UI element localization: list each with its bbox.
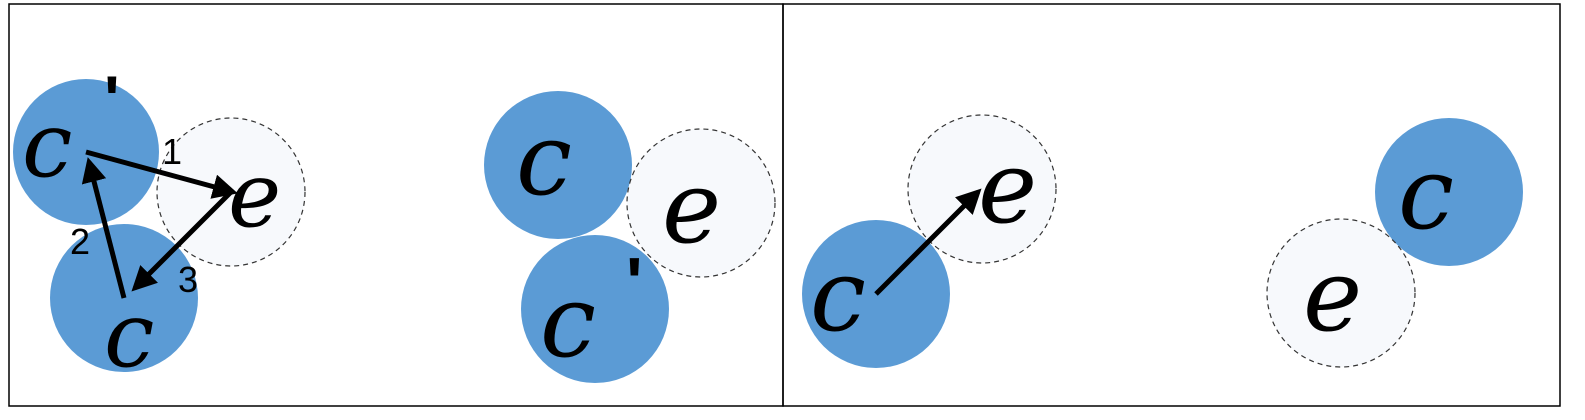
scene-a: c ' e c 1 2 3 — [13, 62, 306, 388]
filled-circle-c-prime — [521, 235, 669, 383]
label-c-prime-mark: ' — [104, 62, 120, 136]
label-e: e — [662, 149, 721, 266]
label-c-prime-mark: ' — [626, 243, 643, 321]
arrow-3 — [131, 190, 233, 292]
filled-circle-c — [484, 91, 632, 239]
label-c: c — [104, 283, 154, 388]
label-c: c — [1398, 135, 1454, 252]
panel-right-frame — [782, 3, 1561, 407]
label-c: c — [810, 237, 866, 354]
empty-circle-e — [1266, 218, 1416, 368]
empty-circle-e — [626, 128, 776, 278]
arrow-2 — [81, 157, 127, 299]
step-label-2: 2 — [70, 221, 90, 262]
arrow-1 — [85, 149, 238, 199]
scene-d: c e — [1266, 118, 1523, 368]
label-c-prime-letter: c — [540, 263, 596, 380]
filled-circle-c — [1375, 118, 1523, 266]
arrow-c-to-e — [874, 188, 982, 296]
scene-c: e c — [802, 114, 1057, 368]
step-label-1: 1 — [162, 131, 182, 172]
label-e: e — [228, 143, 281, 248]
label-c: c — [516, 101, 572, 218]
label-e: e — [1303, 237, 1362, 354]
label-e: e — [978, 129, 1037, 246]
label-c-prime-letter: c — [22, 93, 72, 198]
step-label-3: 3 — [178, 259, 198, 300]
scene-b: c e c ' — [484, 91, 776, 383]
